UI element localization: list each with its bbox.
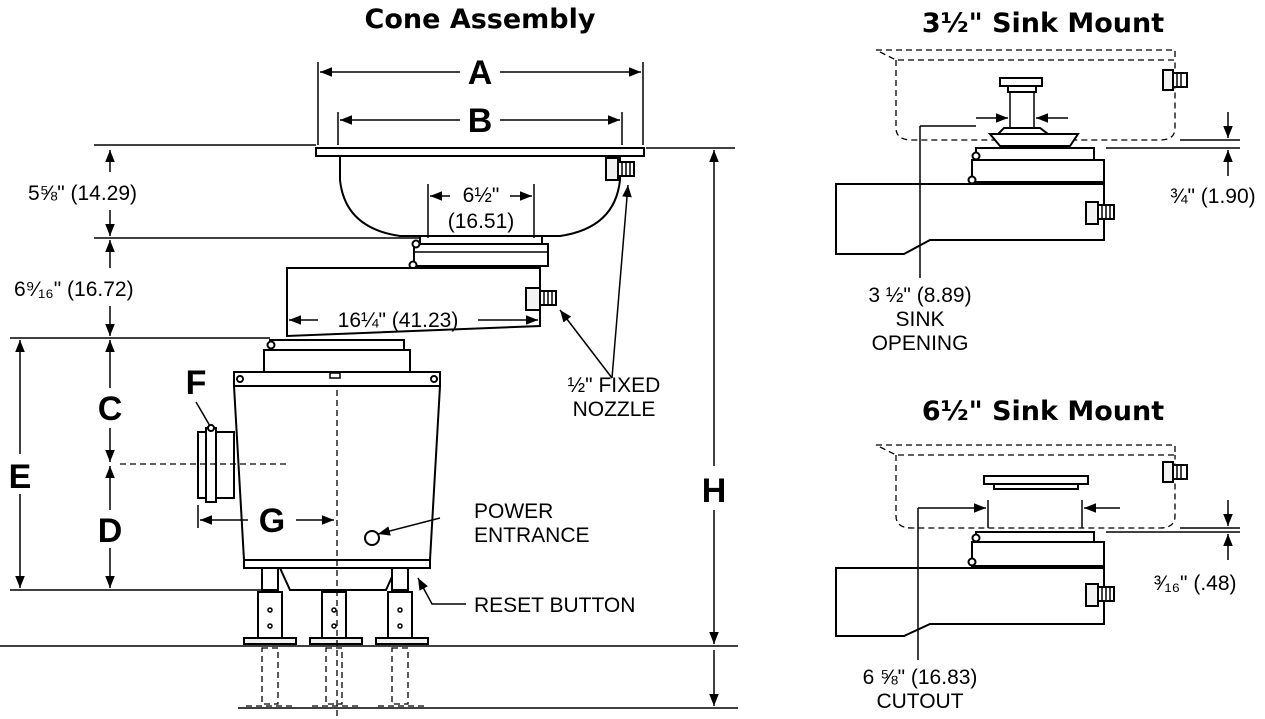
power-entrance-line1: POWER (474, 500, 553, 523)
throat-cm-label: (16.51) (448, 210, 515, 233)
dimension-letter-f: F (186, 364, 207, 402)
dimension-letter-e: E (9, 458, 32, 496)
sink-opening-line3: OPENING (872, 332, 969, 355)
sink-opening-line2: SINK (895, 308, 944, 331)
cone-assembly-title: Cone Assembly (365, 4, 596, 35)
dimension-letter-c: C (98, 390, 123, 428)
reset-button-label: RESET BUTTON (474, 594, 635, 617)
offset-label: 16¼" (41.23) (338, 309, 459, 332)
small-mount-title: 3½" Sink Mount (922, 8, 1164, 39)
upper-height-label: 6⁹⁄₁₆" (16.72) (14, 278, 134, 301)
sink-opening-line1: 3 ½" (8.89) (868, 284, 971, 307)
dimension-letter-h: H (702, 472, 727, 510)
throat-inch-label: 6½" (463, 184, 500, 207)
cutout-line2: CUTOUT (876, 690, 963, 713)
cone-assembly-drawing (0, 62, 738, 719)
large-gap-label: ³⁄₁₆" (.48) (1154, 572, 1237, 595)
dimension-letter-d: D (98, 512, 123, 550)
cutout-line1: 6 ⅝" (16.83) (863, 666, 978, 689)
cone-depth-label: 5⅝" (14.29) (28, 182, 137, 205)
dimension-letter-g: G (259, 502, 285, 540)
large-mount-title: 6½" Sink Mount (922, 396, 1164, 427)
small-sink-mount-drawing (835, 49, 1240, 278)
small-gap-label: ¾" (1.90) (1170, 185, 1256, 208)
dimension-letter-b: B (468, 102, 493, 140)
nozzle-label-line2: NOZZLE (573, 398, 656, 421)
power-entrance-line2: ENTRANCE (474, 524, 590, 547)
large-sink-mount-drawing (835, 444, 1240, 660)
nozzle-label-line1: ½" FIXED (568, 374, 661, 397)
dimension-letter-a: A (468, 54, 493, 92)
